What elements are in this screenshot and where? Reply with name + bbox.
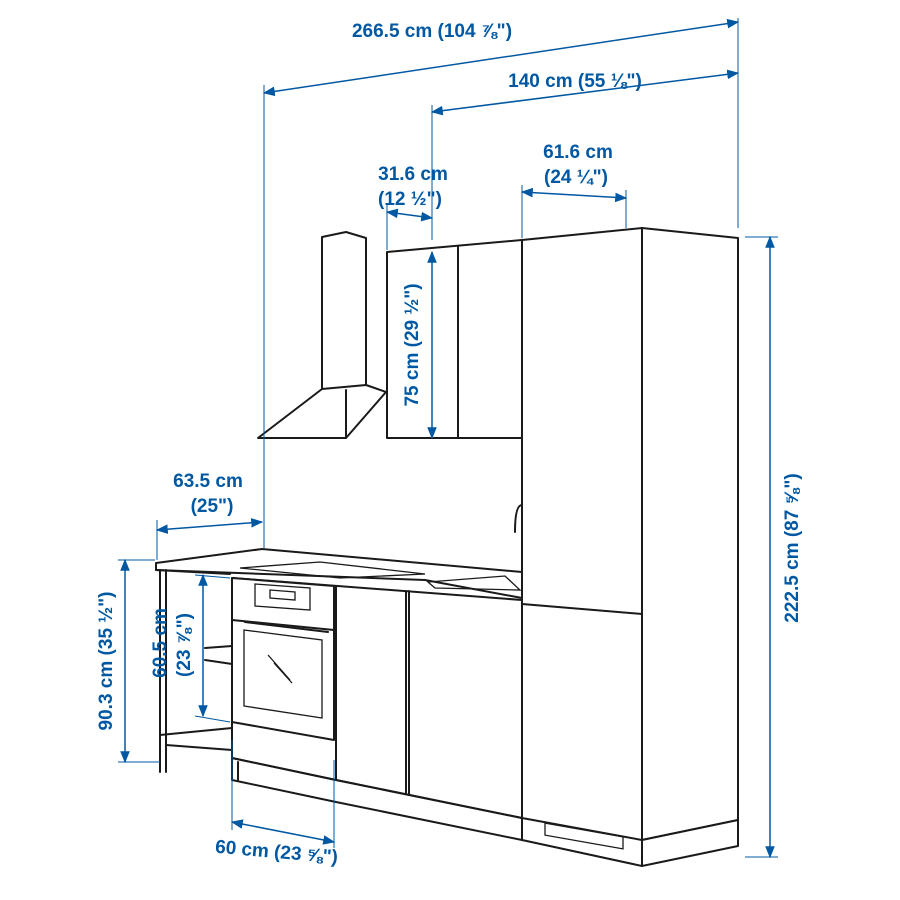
countertop-depth-label: 63.5 cm (173, 471, 243, 492)
wall-cabinet-height-label: 75 cm (29 ½") (402, 283, 423, 406)
oven-opening-height-label: 60.5 cm (150, 608, 171, 678)
counter-height-label: 90.3 cm (35 ½") (96, 592, 117, 731)
total-width-label: 266.5 cm (104 ⅞") (352, 21, 512, 42)
wall-cabinet-width-label: 31.6 cm (378, 164, 448, 185)
wall-cabinet-width-label-imperial: (12 ½") (378, 189, 442, 210)
countertop-depth-label-imperial: (25") (191, 496, 234, 517)
base-cabinet-width-label: 60 cm (23 ⅝") (214, 837, 338, 869)
tap (514, 504, 523, 533)
total-height-label: 222.5 cm (87 ⅝") (782, 473, 803, 623)
countertop (155, 548, 523, 599)
tall-cabinet-width-label-imperial: (24 ¼") (544, 167, 608, 188)
tall-cabinet-width-label: 61.6 cm (543, 142, 613, 163)
tall-cabinet (521, 227, 739, 867)
oven-opening-height-label-imperial: (23 ⅞") (174, 613, 195, 677)
range-hood (257, 231, 387, 439)
right-width-label: 140 cm (55 ⅛") (508, 71, 642, 92)
open-shelf-frame (159, 569, 233, 773)
oven (231, 577, 335, 741)
dimension-lines (118, 18, 778, 859)
